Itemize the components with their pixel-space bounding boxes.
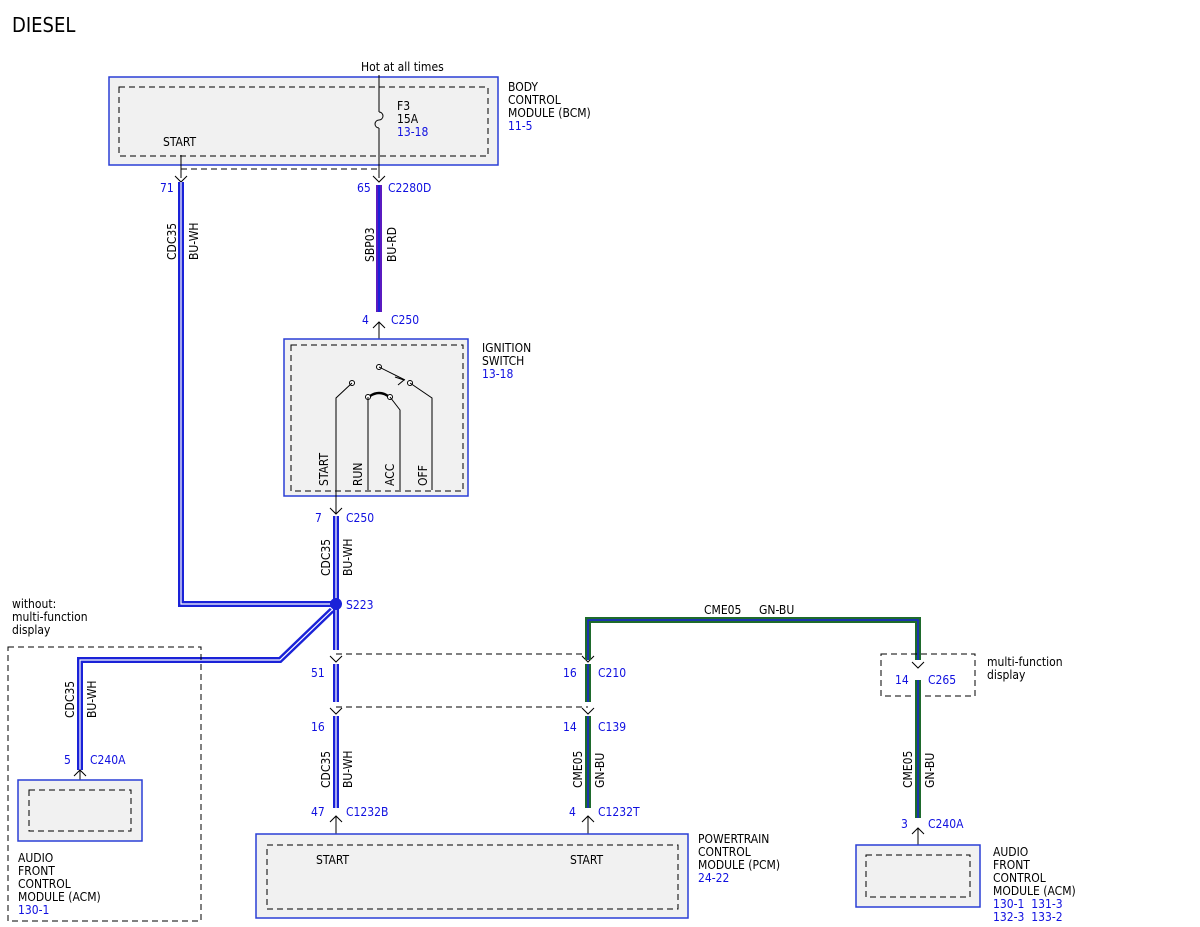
- acm-left-pin: 5: [64, 753, 71, 767]
- wire-bcm-power-circuit: SBP03: [363, 227, 377, 262]
- bcm-name-1: BODY: [508, 80, 538, 94]
- pcm-name-1: POWERTRAIN: [698, 832, 769, 846]
- option-without-mfd-frame: [7, 646, 202, 922]
- wire-bcm-start-color: BU-WH: [187, 222, 201, 260]
- switch-pos-start: START: [317, 452, 331, 486]
- option-with-mfd-frame: [880, 653, 976, 697]
- pcm-name-2: CONTROL: [698, 845, 751, 859]
- option-with-2: display: [987, 668, 1026, 682]
- ign-name-2: SWITCH: [482, 354, 524, 368]
- connector-arrow-icon: [329, 655, 595, 715]
- pcm-ref-link[interactable]: 24-22: [698, 871, 729, 885]
- acm-right-ref-1[interactable]: 130-1 131-3: [993, 897, 1063, 911]
- acm-right-name-2: FRONT: [993, 858, 1030, 872]
- acm-right-name-3: CONTROL: [993, 871, 1046, 885]
- diagram-title: DIESEL: [12, 13, 75, 37]
- wire-pcm-start-color: BU-WH: [341, 750, 355, 788]
- connector-arrow-icon: [174, 175, 386, 183]
- wire-cme-top[interactable]: [585, 617, 921, 660]
- acm-right-module[interactable]: [855, 844, 981, 908]
- acm-left-ref-link[interactable]: 130-1: [18, 903, 49, 917]
- switch-contacts-icon: [335, 364, 433, 490]
- wire-pcm-cme-circuit: CME05: [571, 751, 585, 788]
- switch-pos-acc: ACC: [383, 464, 397, 486]
- c210-left-pin: 51: [311, 666, 325, 680]
- connector-c210[interactable]: C210: [598, 666, 626, 680]
- connector-c250-out[interactable]: C250: [346, 511, 374, 525]
- bcm-module[interactable]: [108, 76, 499, 166]
- switch-pos-run: RUN: [351, 463, 365, 486]
- wire-ign-out-circuit: CDC35: [319, 539, 333, 576]
- c139-left-pin: 16: [311, 720, 325, 734]
- fuse-rating: 15A: [397, 112, 419, 126]
- c1232t-pin: 4: [569, 805, 576, 819]
- ign-in-pin: 4: [362, 313, 369, 327]
- connector-c2280d[interactable]: C2280D: [388, 181, 431, 195]
- c139-right-pin: 14: [563, 720, 577, 734]
- bcm-name-2: CONTROL: [508, 93, 561, 107]
- splice-s223[interactable]: [330, 598, 342, 610]
- wire-acm-left-circuit: CDC35: [63, 681, 77, 718]
- c265-pin: 14: [895, 673, 909, 687]
- connector-c139[interactable]: C139: [598, 720, 626, 734]
- wire-bcm-start[interactable]: [178, 182, 336, 607]
- wire-acm-left-color: BU-WH: [85, 680, 99, 718]
- acm-right-name-4: MODULE (ACM): [993, 884, 1076, 898]
- power-source-label: Hot at all times: [361, 60, 444, 74]
- wire-cme-top-color: GN-BU: [759, 603, 794, 617]
- acm-right-name-1: AUDIO: [993, 845, 1028, 859]
- bcm-start-label: START: [163, 135, 197, 149]
- pcm-start-right: START: [570, 853, 604, 867]
- option-with-1: multi-function: [987, 655, 1063, 669]
- splice-s223-label: S223: [346, 598, 373, 612]
- acm-left-name-4: MODULE (ACM): [18, 890, 101, 904]
- acm-left-module[interactable]: [17, 779, 143, 842]
- bcm-name-3: MODULE (BCM): [508, 106, 591, 120]
- connector-c240a-right[interactable]: C240A: [928, 817, 964, 831]
- acm-right-ref-2[interactable]: 132-3 133-2: [993, 910, 1063, 924]
- ign-ref-link[interactable]: 13-18: [482, 367, 513, 381]
- pcm-module[interactable]: [255, 833, 689, 919]
- ign-out-pin: 7: [315, 511, 322, 525]
- option-without-3: display: [12, 623, 51, 637]
- acm-left-name-1: AUDIO: [18, 851, 53, 865]
- connector-c240a-left[interactable]: C240A: [90, 753, 126, 767]
- pcm-start-left: START: [316, 853, 350, 867]
- wire-pcm-cme-color: GN-BU: [593, 753, 607, 788]
- acm-left-name-2: FRONT: [18, 864, 55, 878]
- wire-cme-top-circuit: CME05: [704, 603, 741, 617]
- bcm-ref-link[interactable]: 11-5: [508, 119, 533, 133]
- connector-c1232b[interactable]: C1232B: [346, 805, 388, 819]
- ignition-switch-module[interactable]: [283, 338, 469, 497]
- wire-bcm-power-color: BU-RD: [385, 227, 399, 262]
- fuse-name: F3: [397, 99, 410, 113]
- c1232b-pin: 47: [311, 805, 325, 819]
- fuse-icon: [374, 75, 384, 178]
- wire-pcm-start-circuit: CDC35: [319, 751, 333, 788]
- connector-arrow-icon: [329, 507, 343, 515]
- pcm-name-3: MODULE (PCM): [698, 858, 780, 872]
- bcm-pin-65: 65: [357, 181, 371, 195]
- connector-c1232t[interactable]: C1232T: [598, 805, 640, 819]
- wire-bcm-start-circuit: CDC35: [165, 223, 179, 260]
- fuse-ref-link[interactable]: 13-18: [397, 125, 428, 139]
- wire-ign-out-color: BU-WH: [341, 538, 355, 576]
- wire-acm-left[interactable]: [77, 607, 335, 770]
- option-without-1: without:: [12, 597, 56, 611]
- ign-name-1: IGNITION: [482, 341, 531, 355]
- option-without-2: multi-function: [12, 610, 88, 624]
- c240a-right-pin: 3: [901, 817, 908, 831]
- connector-arrow-icon: [911, 661, 925, 669]
- c210-right-pin: 16: [563, 666, 577, 680]
- wire-acm-right-circuit: CME05: [901, 751, 915, 788]
- acm-left-name-3: CONTROL: [18, 877, 71, 891]
- wire-acm-right-color: GN-BU: [923, 753, 937, 788]
- connector-c250-in[interactable]: C250: [391, 313, 419, 327]
- switch-pos-off: OFF: [416, 465, 430, 486]
- connector-c265[interactable]: C265: [928, 673, 956, 687]
- bcm-pin-71: 71: [160, 181, 174, 195]
